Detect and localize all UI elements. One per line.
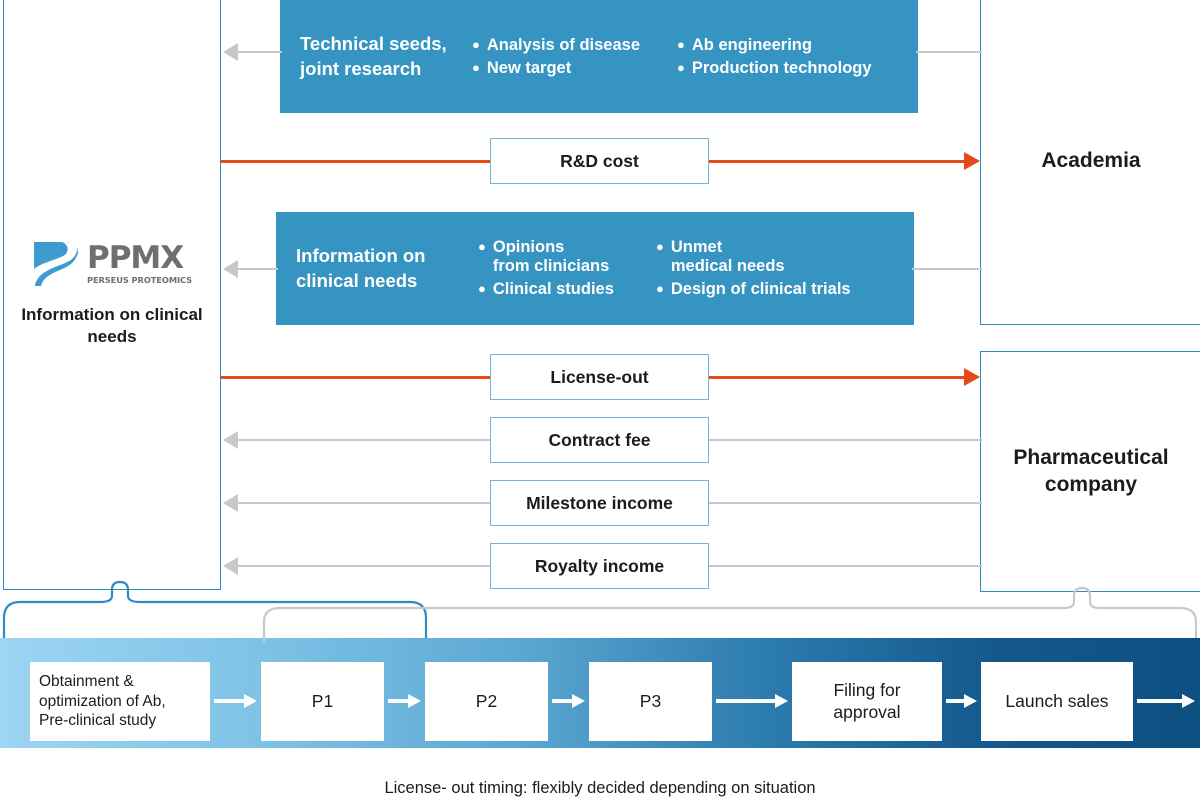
info-column-2: ● Ab engineering ● Production technology <box>677 36 872 78</box>
pipeline-arrow-2 <box>388 694 421 708</box>
bullet-icon: ● <box>478 280 486 296</box>
pipeline-stage-label: P1 <box>311 690 334 711</box>
ppmx-logo: PPMX PERSEUS PROTEOMICS <box>32 240 192 288</box>
pipeline-stage-preclinical[interactable]: Obtainment & optimization of Ab, Pre-cli… <box>30 662 210 741</box>
connector-contract-right <box>707 439 982 441</box>
ppmx-entity-panel[interactable]: PPMX PERSEUS PROTEOMICS Information on c… <box>3 0 221 590</box>
brace-pharma-to-pipeline <box>262 586 1198 642</box>
pipeline-arrow-1 <box>214 694 257 708</box>
info-list-item-label: Unmet medical needs <box>670 238 785 276</box>
info-block-technical-seeds[interactable]: Technical seeds, joint research ● Analys… <box>280 0 918 113</box>
connector-academia-to-seeds <box>916 51 982 53</box>
bullet-icon: ● <box>677 36 685 52</box>
ppmx-caption: Information on clinical needs <box>21 305 203 346</box>
academia-label: Academia <box>1041 149 1141 173</box>
pipeline-stage-p2[interactable]: P2 <box>425 662 548 741</box>
arrowhead-milestone <box>223 494 238 512</box>
pipeline-stage-p1[interactable]: P1 <box>261 662 384 741</box>
bullet-icon: ● <box>656 280 664 296</box>
ppmx-tagline: PERSEUS PROTEOMICS <box>86 274 193 285</box>
connector-license-left <box>221 376 492 379</box>
connector-seeds-to-ppmx <box>238 51 282 53</box>
flow-label-license-out[interactable]: License-out <box>490 354 709 400</box>
brace-ppmx-to-pipeline <box>2 580 428 638</box>
info-list-item: ● Unmet medical needs <box>656 238 851 276</box>
connector-license-right <box>707 376 972 379</box>
connector-contract-left <box>238 439 492 441</box>
bullet-icon: ● <box>472 59 480 75</box>
connector-rdcost-right <box>707 160 972 163</box>
info-list-item-label: New target <box>486 58 572 77</box>
info-column-1: ● Opinions from clinicians ● Clinical st… <box>478 238 656 298</box>
info-list-item-label: Clinical studies <box>492 279 614 298</box>
info-list-item-label: Production technology <box>691 58 872 77</box>
pipeline-arrow-4 <box>716 694 788 708</box>
ppmx-logo-text: PPMX PERSEUS PROTEOMICS <box>86 239 193 285</box>
connector-rdcost-left <box>221 160 492 163</box>
info-list-item-label: Design of clinical trials <box>670 279 851 298</box>
pipeline-stage-filing[interactable]: Filing for approval <box>792 662 942 741</box>
pipeline-stage-launch[interactable]: Launch sales <box>981 662 1133 741</box>
academia-entity-panel[interactable]: Academia <box>980 0 1200 325</box>
info-list-item: ● Analysis of disease <box>472 36 677 55</box>
info-column-2: ● Unmet medical needs ● Design of clinic… <box>656 238 851 298</box>
info-block-title: Technical seeds, joint research <box>300 33 447 79</box>
arrowhead-seeds-to-ppmx <box>223 43 238 61</box>
info-list-item: ● Opinions from clinicians <box>478 238 656 276</box>
flow-label-royalty-income[interactable]: Royalty income <box>490 543 709 589</box>
arrowhead-contract <box>223 431 238 449</box>
pipeline-stage-label: Obtainment & optimization of Ab, Pre-cli… <box>39 673 166 730</box>
info-column-1: ● Analysis of disease ● New target <box>472 36 677 78</box>
flow-label-rd-cost[interactable]: R&D cost <box>490 138 709 184</box>
flow-label-milestone-income[interactable]: Milestone income <box>490 480 709 526</box>
connector-pharma-to-needs <box>912 268 982 270</box>
pipeline-arrow-5 <box>946 694 977 708</box>
pipeline-arrow-3 <box>552 694 585 708</box>
connector-milestone-right <box>707 502 982 504</box>
bullet-icon: ● <box>478 239 486 255</box>
pipeline-arrow-6 <box>1137 694 1195 708</box>
arrowhead-needs-to-ppmx <box>223 260 238 278</box>
info-block-title: Information on clinical needs <box>296 245 426 291</box>
bullet-icon: ● <box>472 36 480 52</box>
bullet-icon: ● <box>656 239 664 255</box>
pharma-entity-panel[interactable]: Pharmaceutical company <box>980 351 1200 592</box>
info-list-item: ● Clinical studies <box>478 280 656 299</box>
pipeline-stage-label: P2 <box>475 690 498 711</box>
arrowhead-rdcost <box>964 152 980 170</box>
info-list-item: ● Design of clinical trials <box>656 280 851 299</box>
brace-connectors <box>2 580 1198 642</box>
connector-milestone-left <box>238 502 492 504</box>
info-list-item-label: Opinions from clinicians <box>492 238 610 276</box>
info-block-columns: ● Opinions from clinicians ● Clinical st… <box>478 238 894 298</box>
footer-caption: License- out timing: flexibly decided de… <box>384 779 816 797</box>
connector-needs-to-ppmx <box>238 268 278 270</box>
info-list-item: ● Ab engineering <box>677 36 872 55</box>
bullet-icon: ● <box>677 59 685 75</box>
ppmx-wordmark: PPMX <box>86 239 184 276</box>
info-list-item-label: Ab engineering <box>691 35 812 54</box>
info-list-item: ● Production technology <box>677 59 872 78</box>
pipeline-stage-p3[interactable]: P3 <box>589 662 712 741</box>
arrowhead-license <box>964 368 980 386</box>
ppmx-logo-mark-icon <box>33 242 79 287</box>
connector-royalty-left <box>238 565 492 567</box>
info-block-clinical-needs[interactable]: Information on clinical needs ● Opinions… <box>276 212 914 325</box>
pipeline-stage-label: Filing for approval <box>833 679 901 722</box>
info-list-item: ● New target <box>472 59 677 78</box>
pipeline-stage-label: P3 <box>639 690 662 711</box>
flow-label-contract-fee[interactable]: Contract fee <box>490 417 709 463</box>
info-block-columns: ● Analysis of disease ● New target ● Ab … <box>472 36 898 78</box>
connector-royalty-right <box>707 565 982 567</box>
arrowhead-royalty <box>223 557 238 575</box>
info-list-item-label: Analysis of disease <box>486 35 641 54</box>
pharma-label: Pharmaceutical company <box>1013 446 1169 496</box>
pipeline-stage-label: Launch sales <box>1005 690 1109 711</box>
